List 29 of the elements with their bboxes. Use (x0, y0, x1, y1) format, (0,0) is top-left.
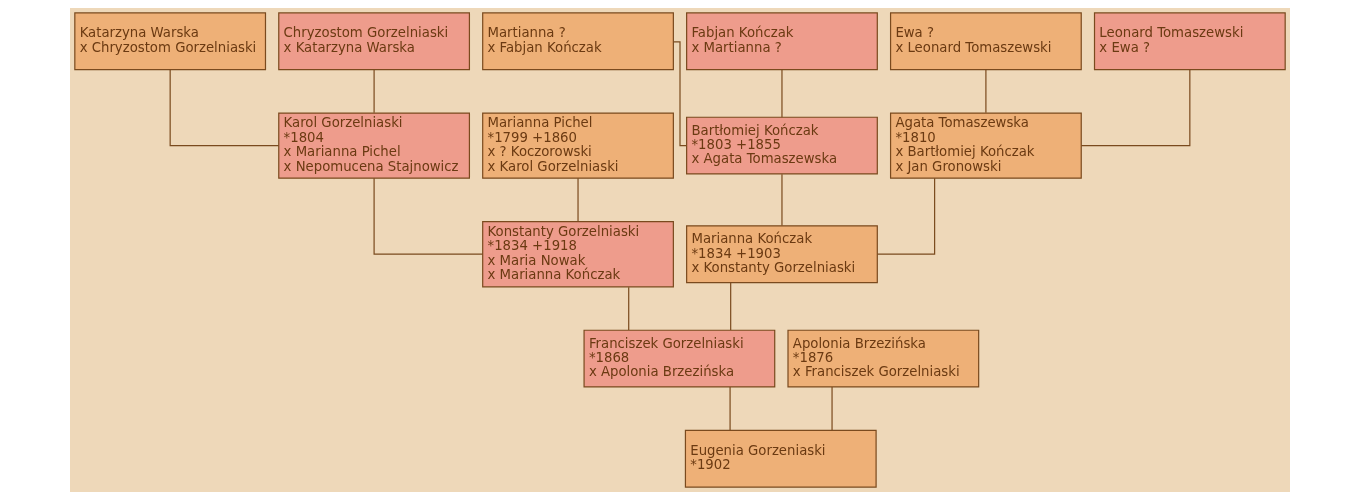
node-box: Marianna Kończak *1834 +1903 x Konstanty Gorzelniaski (686, 225, 878, 284)
node-box: Franciszek Gorzelniaski *1868 x Apolonia Brzezińska (583, 329, 776, 388)
connector (373, 177, 484, 255)
node-box: Konstanty Gorzelniaski *1834 +1918 x Maria Nowak x Marianna Kończak (482, 221, 674, 288)
connector (373, 69, 375, 114)
connector (730, 282, 732, 331)
node-box: Karol Gorzelniaski *1804 x Marianna Pichel x Nepomucena Stajnowicz (278, 112, 471, 179)
node-box: Ewa ? x Leonard Tomaszewski (889, 12, 1082, 71)
node-box: Fabjan Kończak x Martianna ? (686, 12, 878, 71)
connector (628, 286, 630, 331)
node-box: Marianna Pichel *1799 +1860 x ? Koczorowski x Karol Gorzelniaski (482, 112, 674, 179)
connector (781, 173, 783, 227)
node-box: Katarzyna Warska x Chryzostom Gorzelniaski (74, 12, 267, 71)
node-box: Eugenia Gorzeniaski *1902 (684, 429, 877, 488)
connector (673, 41, 687, 147)
connector (577, 177, 579, 222)
node-box: Leonard Tomaszewski x Ewa ? (1093, 12, 1286, 71)
node-box: Martianna ? x Fabjan Kończak (482, 12, 674, 71)
node-box: Agata Tomaszewska *1810 x Bartłomiej Kończak x Jan Gronowski (889, 112, 1082, 179)
connector (169, 69, 280, 147)
connector (985, 69, 987, 114)
connector (1080, 69, 1191, 147)
connector (876, 177, 936, 255)
node-box: Chryzostom Gorzelniaski x Katarzyna Warska (278, 12, 471, 71)
connector (831, 386, 833, 431)
connector (781, 69, 783, 118)
connector (729, 386, 731, 431)
node-box: Apolonia Brzezińska *1876 x Franciszek Gorzelniaski (787, 329, 980, 388)
node-box: Bartłomiej Kończak *1803 +1855 x Agata Tomaszewska (686, 116, 878, 175)
